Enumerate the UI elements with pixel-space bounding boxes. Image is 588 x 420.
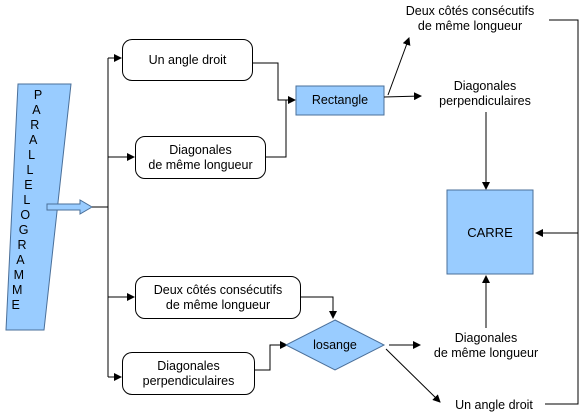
label-r-cotes-line1: Deux côtés consécutifs	[405, 4, 535, 18]
label-r-cotes-line2: de même longueur	[417, 19, 523, 33]
parallelogramme-letter: E	[11, 298, 20, 312]
parallelogramme-shape	[5, 83, 72, 331]
box-deux-cotes-consecutifs-line1: Deux côtés consécutifs	[153, 282, 283, 297]
losange-label: losange	[313, 338, 357, 352]
parallelogramme-letter: A	[29, 133, 38, 147]
label-l-diag-long: Diagonales de même longueur	[420, 331, 552, 361]
cotes-to-losange	[300, 296, 337, 319]
rect-to-diagperp	[383, 92, 422, 101]
parallelogramme-letter: M	[11, 283, 23, 297]
diagperp-to-losange	[254, 341, 288, 371]
box-diagonales-perpendiculaires: Diagonales perpendiculaires	[122, 352, 255, 395]
cotes-to-carre	[535, 19, 579, 237]
parallelogramme-letter: O	[20, 208, 31, 222]
parallelogramme-letter: L	[26, 163, 34, 177]
box-diagonales-meme-longueur-line1: Diagonales	[169, 142, 232, 157]
parallelogramme-letter: R	[17, 238, 27, 252]
parallelogramme-letter: A	[16, 253, 25, 267]
rectangle-node-shape	[295, 85, 385, 116]
angle-to-rectangle	[252, 62, 296, 104]
losange-node-shape	[284, 319, 386, 371]
carre-node-shape	[446, 189, 534, 275]
parallelogramme-letter: G	[18, 223, 29, 237]
losange-to-angle	[385, 348, 441, 403]
carre-label: CARRE	[467, 225, 513, 240]
rectangle-label: Rectangle	[311, 93, 369, 107]
rect-to-cotes	[387, 37, 411, 96]
angle-to-carre	[545, 233, 579, 405]
box-un-angle-droit: Un angle droit	[122, 39, 253, 81]
parallelogramme-letter: M	[13, 268, 25, 282]
box-diagonales-meme-longueur-line2: de même longueur	[148, 157, 253, 172]
box-deux-cotes-consecutifs: Deux côtés consécutifs de même longueur	[135, 276, 301, 319]
diaglong-to-rectangle	[265, 100, 287, 158]
label-l-angle-droit: Un angle droit	[455, 398, 533, 412]
label-r-cotes: Deux côtés consécutifs de même longueur	[390, 4, 550, 34]
parallelogramme-letter: L	[28, 148, 36, 162]
parallelogramme-letter: L	[23, 193, 31, 207]
box-un-angle-droit-text: Un angle droit	[148, 52, 227, 67]
box-deux-cotes-consecutifs-line2: de même longueur	[165, 297, 271, 312]
parallelogramme-letter: E	[24, 178, 33, 192]
main-arrow	[46, 199, 93, 215]
label-r-diag-perp-line1: Diagonales	[453, 79, 517, 93]
box-diagonales-perpendiculaires-line1: Diagonales	[157, 358, 220, 373]
label-l-diag-long-line2: de même longueur	[433, 346, 539, 360]
label-l-diag-long-line1: Diagonales	[454, 331, 518, 345]
box-diagonales-perpendiculaires-line2: perpendiculaires	[142, 373, 235, 388]
parallelogramme-letter: P	[33, 88, 43, 102]
label-r-diag-perp: Diagonales perpendiculaires	[420, 79, 550, 109]
parallelogramme-letter: R	[30, 118, 40, 132]
box-diagonales-meme-longueur: Diagonales de même longueur	[135, 136, 266, 179]
parallelogramme-letter: A	[32, 103, 41, 117]
label-r-diag-perp-line2: perpendiculaires	[439, 94, 531, 108]
